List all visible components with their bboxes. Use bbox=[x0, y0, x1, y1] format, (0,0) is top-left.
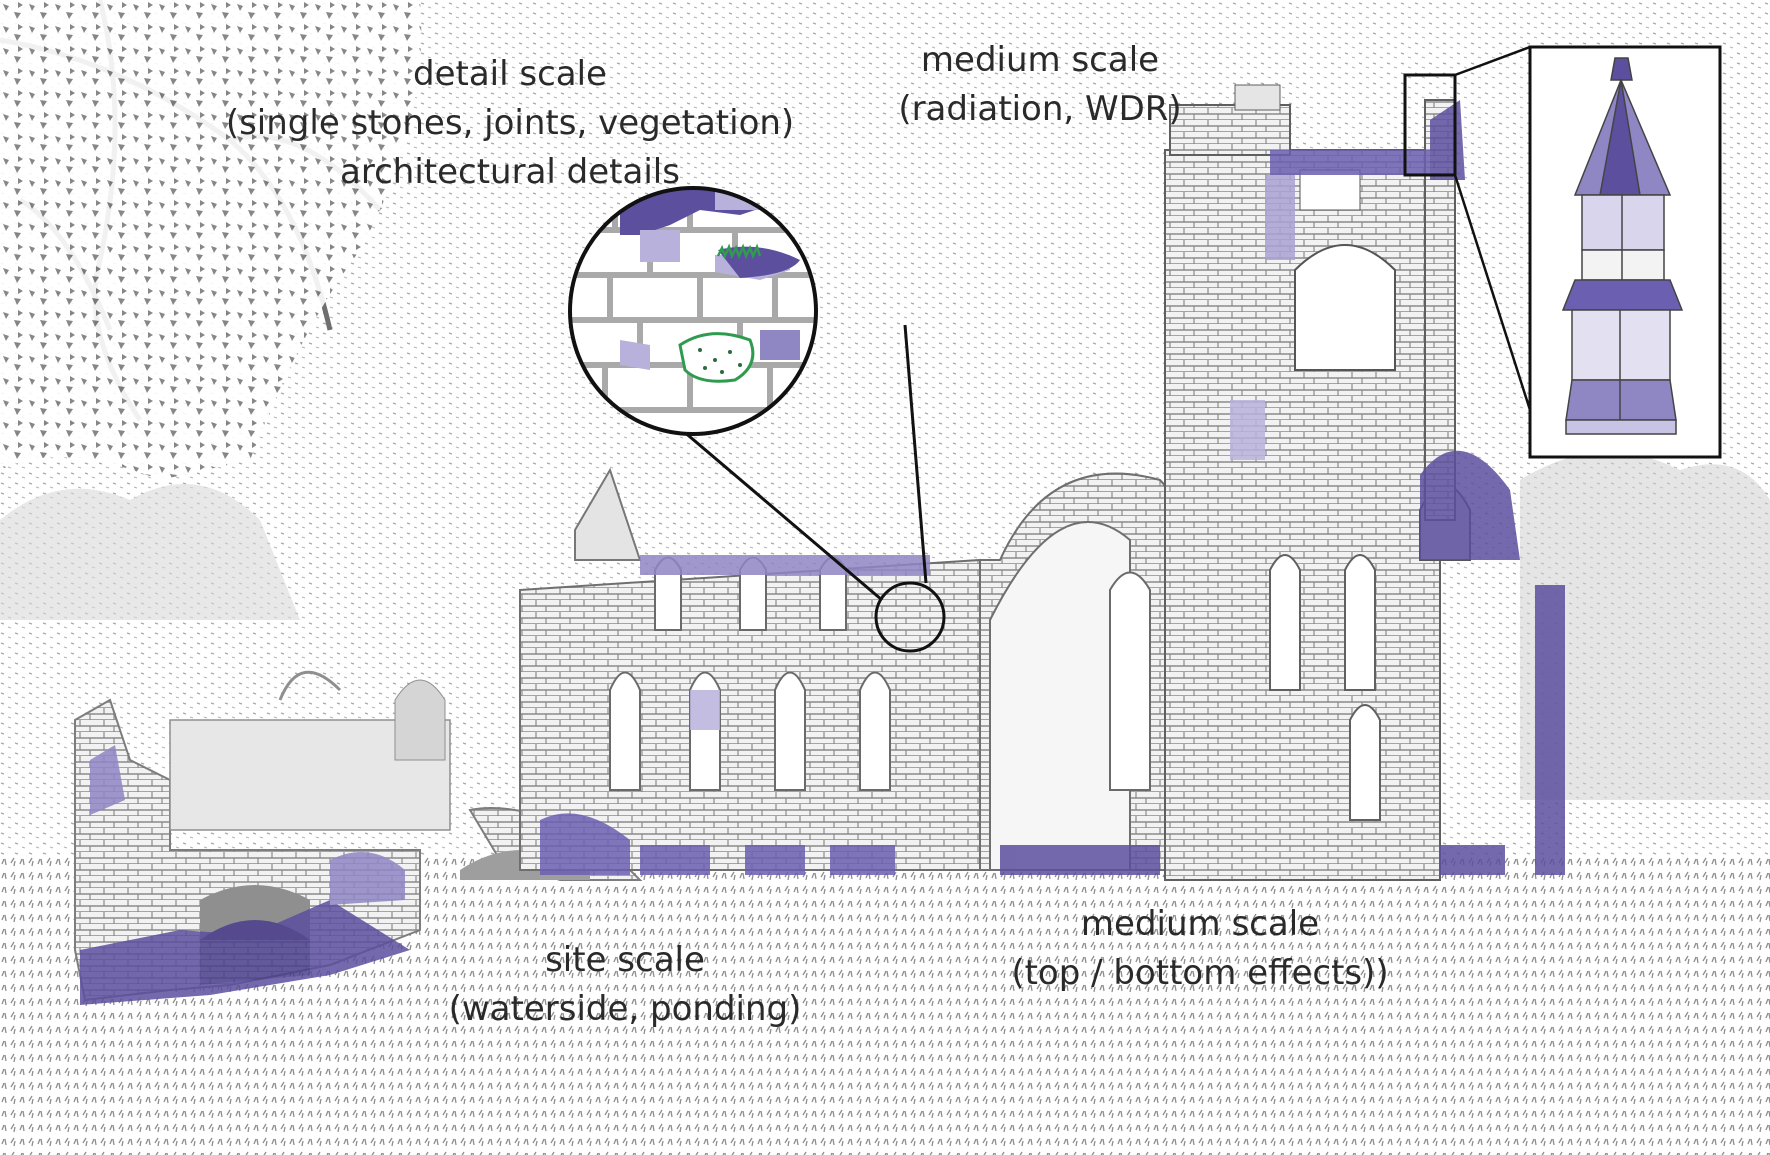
detail-scale-label: detail scale (single stones, joints, veg… bbox=[200, 50, 820, 197]
pinnacle-inset bbox=[1403, 45, 1722, 459]
site-scale-label: site scale (waterside, ponding) bbox=[425, 936, 825, 1034]
detail-scale-architecture: architectural details bbox=[340, 152, 680, 192]
medium-scale-top-examples: (radiation, WDR) bbox=[898, 89, 1182, 129]
detail-scale-title: detail scale bbox=[413, 54, 607, 94]
medium-scale-top-label: medium scale (radiation, WDR) bbox=[880, 36, 1200, 134]
site-scale-examples: (waterside, ponding) bbox=[448, 989, 802, 1029]
background-trees bbox=[0, 484, 300, 620]
medium-scale-bottom-title: medium scale bbox=[1080, 904, 1320, 944]
purple-overlays bbox=[80, 100, 1565, 1005]
pinnacle-target-box bbox=[1403, 73, 1457, 177]
medium-scale-top-title: medium scale bbox=[920, 40, 1160, 80]
medium-scale-bottom-examples: (top / bottom effects)) bbox=[1011, 953, 1389, 993]
detail-target-circle bbox=[874, 581, 946, 653]
site-scale-title: site scale bbox=[545, 940, 705, 980]
abbey-nave bbox=[519, 467, 1181, 871]
detail-scale-examples: (single stones, joints, vegetation) bbox=[225, 103, 795, 143]
medium-scale-bottom-label: medium scale (top / bottom effects)) bbox=[980, 900, 1420, 998]
pinnacle-drawing bbox=[1561, 57, 1684, 435]
